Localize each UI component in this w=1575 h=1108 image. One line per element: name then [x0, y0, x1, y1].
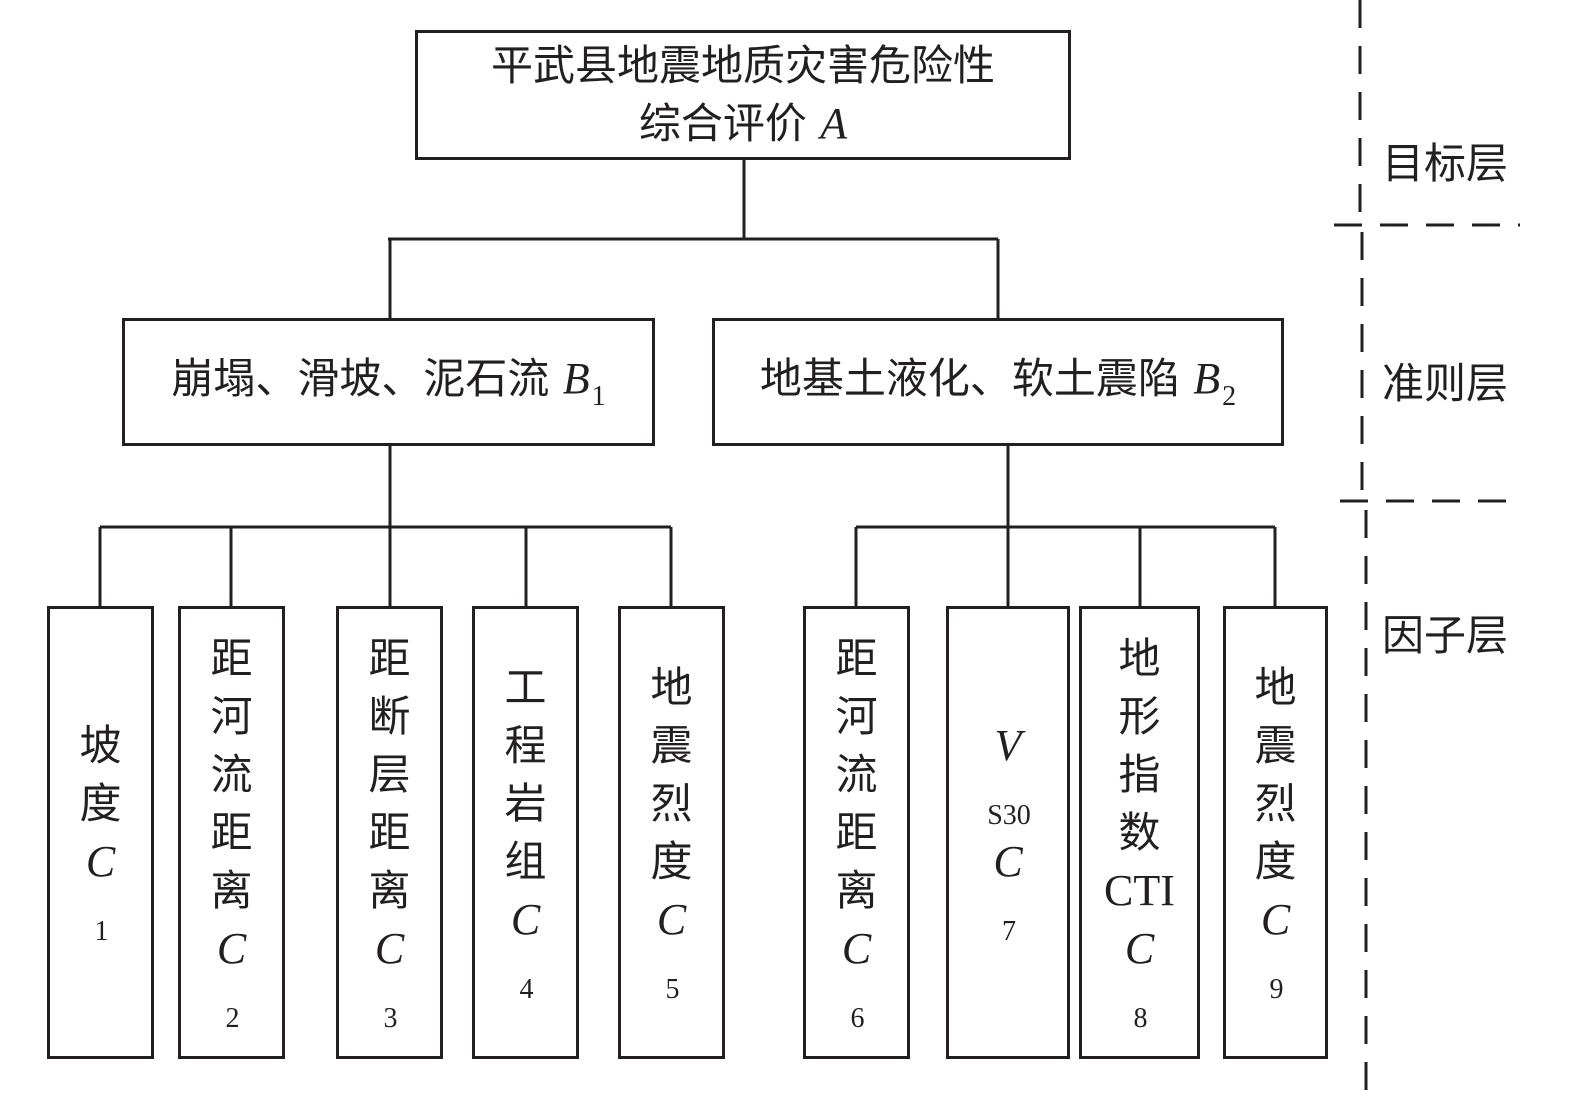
criterion-label: 崩塌、滑坡、泥石流 B1 — [171, 354, 606, 412]
factor-char: 层 — [368, 749, 411, 799]
factor-char: 距 — [210, 807, 253, 857]
layer-label-factor: 因子层 — [1382, 611, 1509, 660]
layer-label-goal: 目标层 — [1382, 139, 1509, 188]
criterion-box-b2: 地基土液化、软土震陷 B2 — [712, 318, 1284, 446]
factor-char: 形 — [1118, 691, 1161, 741]
goal-box: 平武县地震地质灾害危险性 综合评价 A — [415, 30, 1071, 160]
factor-char: 地 — [1254, 662, 1297, 712]
factor-char: 度 — [650, 836, 693, 886]
goal-title-line1: 平武县地震地质灾害危险性 — [490, 41, 995, 90]
factor-char: 组 — [504, 836, 547, 886]
factor-char: 距 — [368, 807, 411, 857]
factor-char: 地 — [650, 662, 693, 712]
factor-char: 震 — [1254, 720, 1297, 770]
criterion-box-b1: 崩塌、滑坡、泥石流 B1 — [122, 318, 655, 446]
factor-char: 距 — [210, 633, 253, 683]
factor-char: 离 — [835, 865, 878, 915]
factor-char: 河 — [210, 691, 253, 741]
factor-char: 河 — [835, 691, 878, 741]
factor-char: 工 — [504, 662, 547, 712]
factor-char: 离 — [368, 865, 411, 915]
factor-char: 指 — [1118, 749, 1161, 799]
factor-char: 烈 — [650, 778, 693, 828]
factor-char: 流 — [210, 749, 253, 799]
factor-char: 震 — [650, 720, 693, 770]
factor-char: 程 — [504, 720, 547, 770]
goal-title-line2: 综合评价 A — [638, 99, 848, 148]
factor-char: 度 — [1254, 836, 1297, 886]
factor-char: 度 — [79, 778, 122, 828]
factor-char: 流 — [835, 749, 878, 799]
factor-char: 岩 — [504, 778, 547, 828]
factor-char: 烈 — [1254, 778, 1297, 828]
factor-char: 离 — [210, 865, 253, 915]
factor-char: 距 — [835, 807, 878, 857]
layer-label-criteria: 准则层 — [1382, 359, 1509, 408]
factor-char: 数 — [1118, 807, 1161, 857]
factor-char: 距 — [835, 633, 878, 683]
factor-char: 地 — [1118, 633, 1161, 683]
factor-char: 坡 — [79, 720, 122, 770]
factor-latin: CTI — [1104, 865, 1175, 915]
factor-char: 断 — [368, 691, 411, 741]
criterion-label: 地基土液化、软土震陷 B2 — [759, 354, 1237, 412]
factor-char: 距 — [368, 633, 411, 683]
